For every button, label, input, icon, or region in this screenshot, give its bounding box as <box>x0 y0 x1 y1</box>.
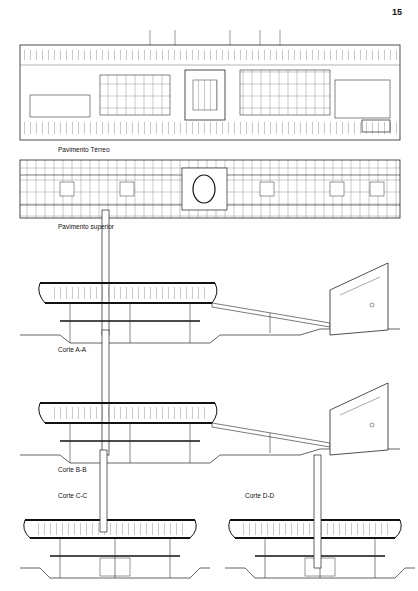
section-title: Corte C-C <box>58 493 87 500</box>
page-number: 15 <box>392 8 402 17</box>
section-a <box>20 210 400 343</box>
plan-title: Pavimento Térreo <box>58 147 110 154</box>
section-c <box>20 520 210 578</box>
section-title: Corte B-B <box>58 467 87 474</box>
section-b <box>20 330 400 463</box>
section-title: Corte D-D <box>245 493 274 500</box>
section-title: Corte A-A <box>58 347 86 354</box>
upper-floor-plan <box>20 160 400 218</box>
plan-title: Pavimento superior <box>58 224 114 231</box>
section-d <box>225 455 415 578</box>
ground-floor-plan <box>20 30 400 140</box>
